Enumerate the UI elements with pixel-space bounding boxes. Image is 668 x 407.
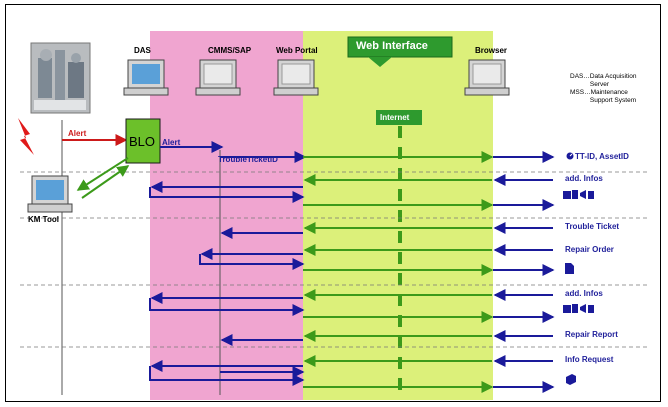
lightning-bolt-icon <box>18 118 34 155</box>
media-icons-row2 <box>563 304 594 313</box>
computer-km-tool-icon <box>27 175 73 213</box>
message-arrows <box>149 151 555 393</box>
column-label-cmms: CMMS/SAP <box>208 46 252 55</box>
alert-label-left: Alert <box>68 129 87 138</box>
media-icons-row1 <box>563 190 594 199</box>
document-icon <box>565 263 574 274</box>
cube-icon <box>566 374 576 385</box>
trouble-ticket-id-label: TroubleTicketID <box>218 155 278 164</box>
web-interface-title: Web Interface <box>356 40 428 52</box>
blo-box <box>125 118 161 164</box>
internet-box <box>376 110 422 125</box>
blo-label: BLO <box>129 134 156 149</box>
arrow-cmms-loop-1 <box>149 187 305 203</box>
lab-photo <box>30 42 91 114</box>
computer-browser-icon <box>464 59 510 96</box>
column-label-das: DAS <box>134 46 151 55</box>
legend-das: DAS…Data Acquisition Server <box>570 73 637 88</box>
internet-label: Internet <box>380 113 410 122</box>
clock-icon <box>566 152 574 160</box>
computer-das-icon <box>123 59 169 96</box>
message-label-2: add. Infos <box>565 174 603 183</box>
blo-to-km-arrow <box>76 157 129 191</box>
alert-label-right: Alert <box>162 138 181 147</box>
arrow-cmms-loop-2 <box>199 254 305 270</box>
message-label-4: Trouble Ticket <box>565 222 620 231</box>
km-tool-label: KM Tool <box>28 215 59 224</box>
column-label-browser: Browser <box>475 46 508 55</box>
legend-mss: MSS…Maintenance Support System <box>570 89 637 104</box>
message-label-9: Repair Report <box>565 330 618 339</box>
message-label-7: add. Infos <box>565 289 603 298</box>
message-label-5: Repair Order <box>565 245 614 254</box>
message-label-1: TT-ID, AssetID <box>575 152 629 161</box>
computer-cmms-icon <box>195 59 241 96</box>
message-label-10: Info Request <box>565 355 614 364</box>
diagram-frame <box>5 4 661 402</box>
km-to-blo-arrow <box>81 165 130 199</box>
column-label-web-portal: Web Portal <box>276 46 318 55</box>
arrow-cmms-loop-4 <box>149 366 305 386</box>
computer-webportal-icon <box>273 59 319 96</box>
arrow-cmms-loop-3 <box>149 298 305 316</box>
web-interface-box <box>347 36 453 67</box>
